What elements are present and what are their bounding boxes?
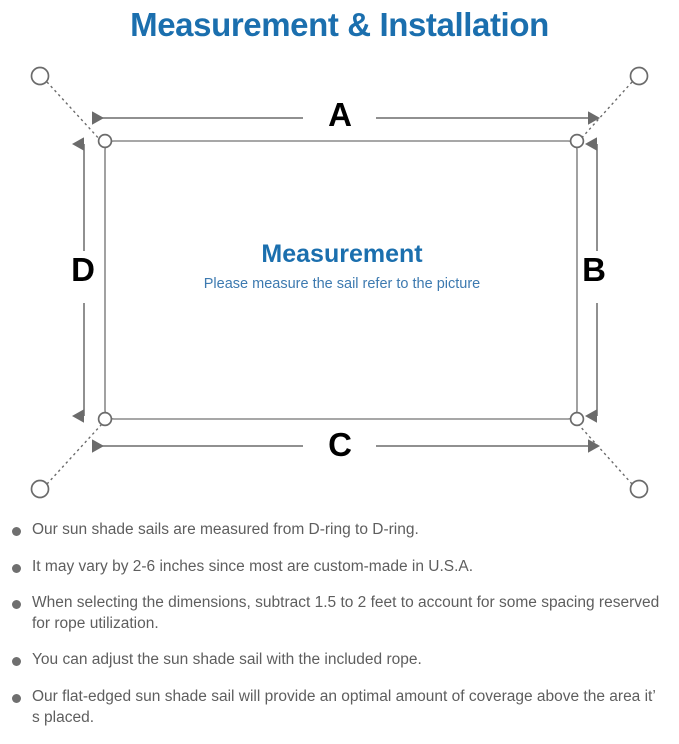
bullet-icon [12,527,21,536]
diagram-svg [30,66,649,499]
d-ring-top-left [97,133,113,149]
bullet-icon [12,694,21,704]
anchor-rope-top-left [46,81,103,143]
dimension-label-d: D [71,251,95,288]
dimension-label-a: A [328,96,352,133]
sail-subheading: Please measure the sail refer to the pic… [203,275,481,292]
anchor-point-bottom-left [30,479,50,499]
bullet-icon [12,563,21,573]
anchor-point-top-right [629,66,649,86]
dimension-label-b: B [582,251,606,288]
dimension-label-c: C [328,426,352,463]
d-rings [97,133,585,427]
d-ring-bottom-left [97,411,113,427]
list-item: You can adjust the sun shade sail with t… [0,650,679,671]
d-ring-bottom-right [569,411,585,427]
note-text: Our flat-edged sun shade sail will provi… [32,688,656,726]
note-text: When selecting the dimensions, subtract … [32,594,660,632]
list-item: It may vary by 2-6 inches since most are… [0,557,679,578]
sail-heading: Measurement [261,240,423,268]
anchor-point-bottom-right [629,479,649,499]
anchor-points [30,66,649,499]
sail-rectangle [104,140,578,420]
anchor-rope-bottom-left [46,423,103,485]
sun-shade-sail-measurement-diagram: A C D B Measurement Please measure the s… [0,48,679,518]
bullet-icon [12,657,21,667]
notes-list: Our sun shade sails are measured from D-… [0,520,679,744]
note-text: You can adjust the sun shade sail with t… [32,651,422,669]
anchor-rope-bottom-right [577,423,633,485]
anchor-rope-top-right [577,81,633,143]
note-text: Our sun shade sails are measured from D-… [32,521,419,538]
d-ring-top-right [569,133,585,149]
anchor-rope-lines [46,81,633,485]
list-item: When selecting the dimensions, subtract … [0,593,679,634]
list-item: Our flat-edged sun shade sail will provi… [0,687,679,728]
anchor-point-top-left [30,66,50,86]
sail-text-block: Measurement Please measure the sail refe… [120,240,564,292]
page-title: Measurement & Installation [130,6,549,43]
note-text: It may vary by 2-6 inches since most are… [32,557,474,575]
bullet-icon [12,600,21,610]
list-item: Our sun shade sails are measured from D-… [0,520,679,541]
